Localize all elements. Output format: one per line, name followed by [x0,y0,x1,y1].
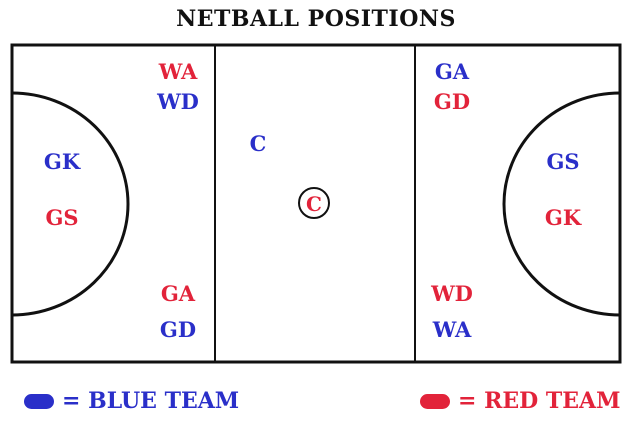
position-gs-blue: GS [546,149,580,174]
position-c-red: C [306,192,322,216]
position-gd-red: GD [433,89,471,114]
position-gd-blue: GD [159,317,197,342]
position-c-blue: C [249,131,267,156]
legend-blue-team: = BLUE TEAM [24,388,239,414]
position-ga-red: GA [160,281,196,306]
position-wd-blue: WD [157,89,199,114]
legend-blue-label: = BLUE TEAM [62,388,240,414]
page-title: NETBALL POSITIONS [176,6,456,32]
blue-team-swatch-icon [24,393,54,409]
position-wd-red: WD [431,281,473,306]
legend-red-label: = RED TEAM [458,388,621,414]
centre-circle: C [298,187,330,219]
position-gk-blue: GK [43,149,81,174]
position-ga-blue: GA [434,59,470,84]
position-wa-red: WA [158,59,198,84]
position-gk-red: GK [544,205,582,230]
position-wa-blue: WA [432,317,472,342]
right-shooting-circle [502,91,621,317]
red-team-swatch-icon [420,393,450,409]
legend-red-team: = RED TEAM [420,388,620,414]
position-gs-red: GS [45,205,79,230]
court-boundary [10,43,622,364]
left-shooting-circle [11,91,130,317]
